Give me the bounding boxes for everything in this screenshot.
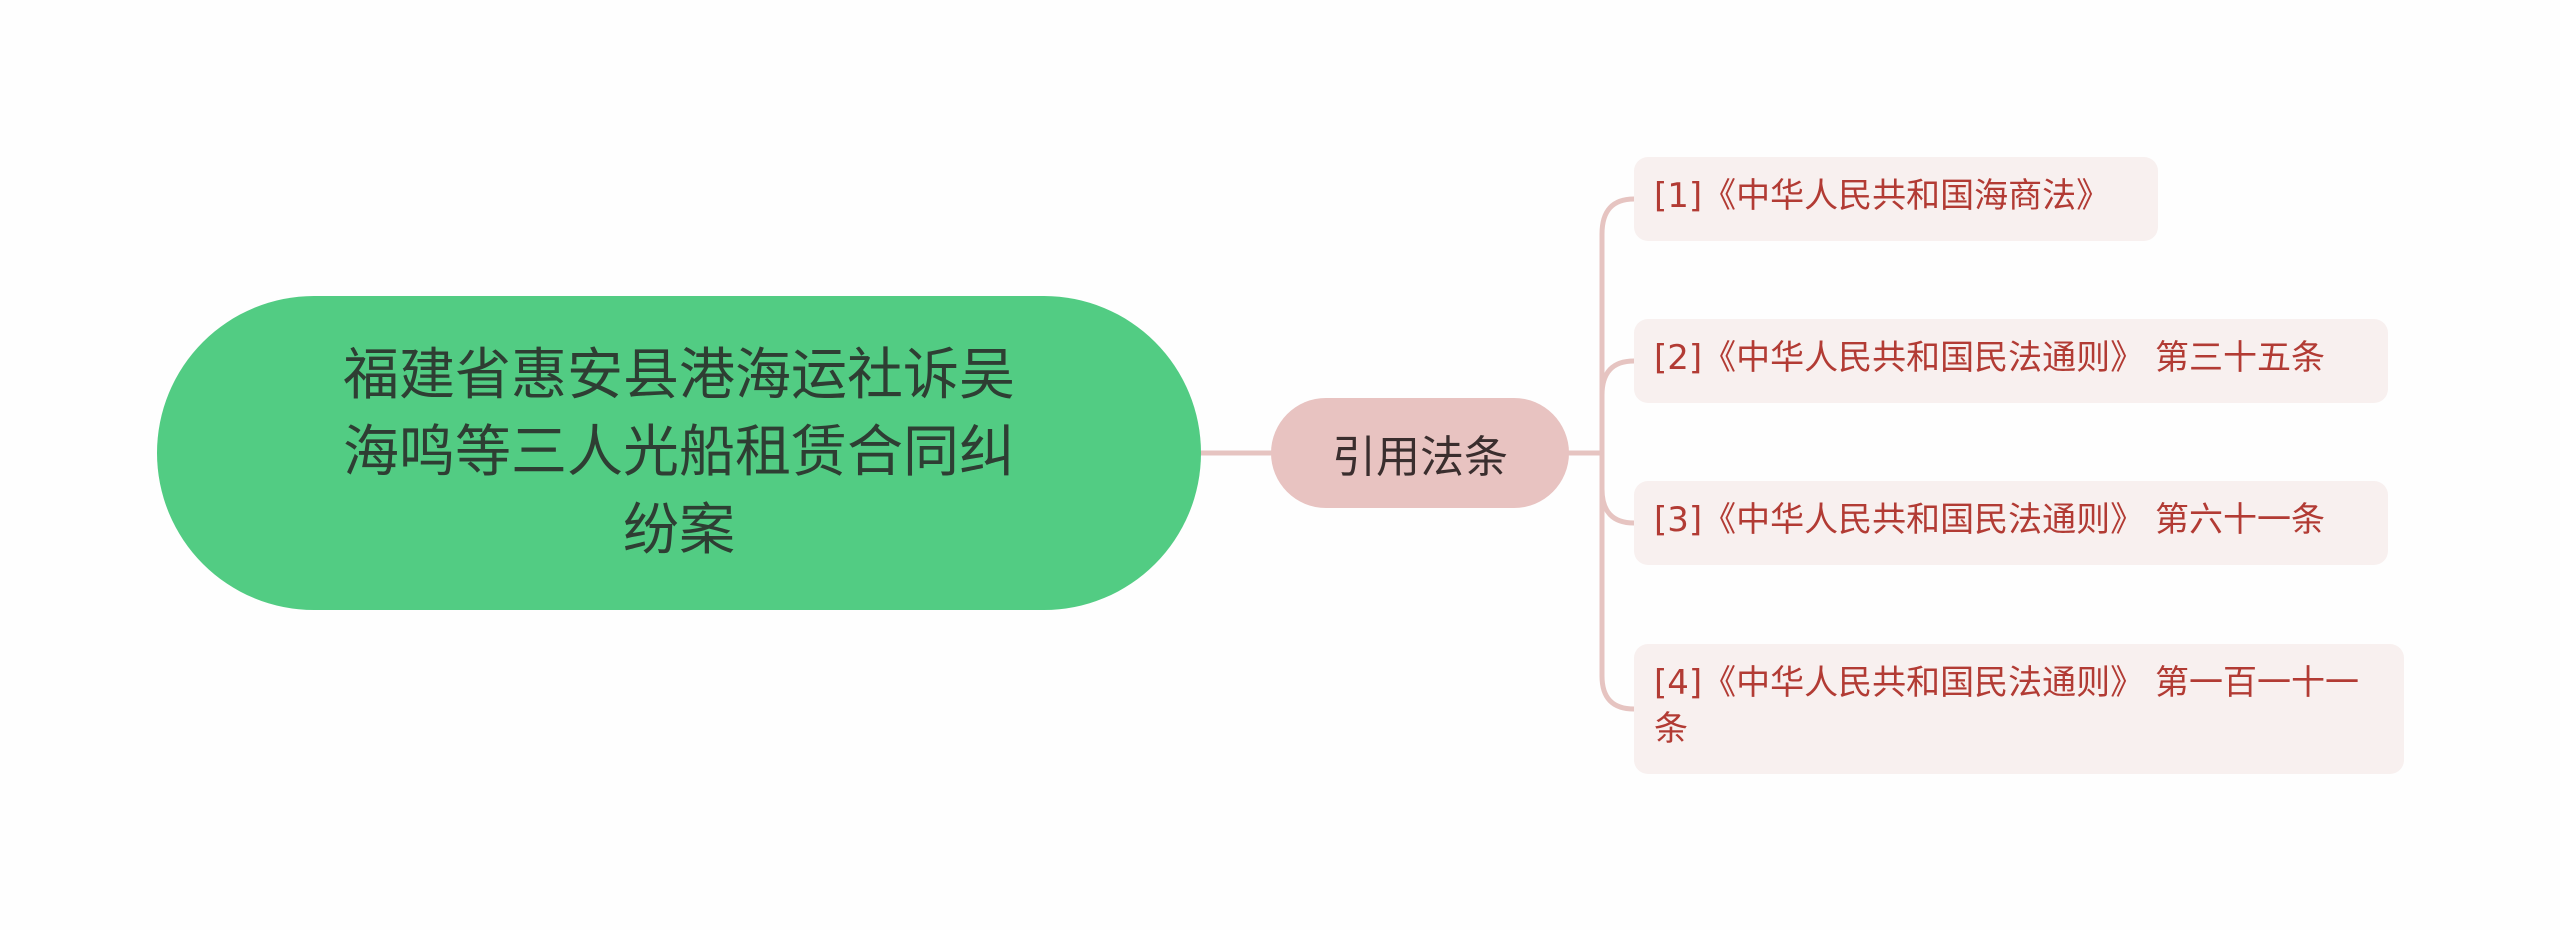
branch-node-cited-laws[interactable]: 引用法条 [1271,398,1569,508]
leaf-label: [4]《中华人民共和国民法通则》 第一百一十一条 [1654,663,2359,749]
root-topic-node[interactable]: 福建省惠安县港海运社诉吴海鸣等三人光船租赁合同纠纷案 [157,296,1201,610]
leaf-node-3[interactable]: [3]《中华人民共和国民法通则》 第六十一条 [1634,481,2388,565]
connector-leaf-2 [1599,358,1637,456]
leaf-node-1[interactable]: [1]《中华人民共和国海商法》 [1634,157,2158,241]
root-topic-title: 福建省惠安县港海运社诉吴海鸣等三人光船租赁合同纠纷案 [343,343,1015,563]
leaf-label: [1]《中华人民共和国海商法》 [1654,176,2111,216]
connector-leaf-4 [1599,450,1637,712]
connector-leaf-1 [1599,196,1637,456]
leaf-node-2[interactable]: [2]《中华人民共和国民法通则》 第三十五条 [1634,319,2388,403]
connector-leaf-3 [1599,450,1637,526]
leaf-label: [2]《中华人民共和国民法通则》 第三十五条 [1654,338,2325,378]
branch-label: 引用法条 [1332,432,1508,483]
leaf-node-4[interactable]: [4]《中华人民共和国民法通则》 第一百一十一条 [1634,644,2404,774]
leaf-label: [3]《中华人民共和国民法通则》 第六十一条 [1654,500,2325,540]
